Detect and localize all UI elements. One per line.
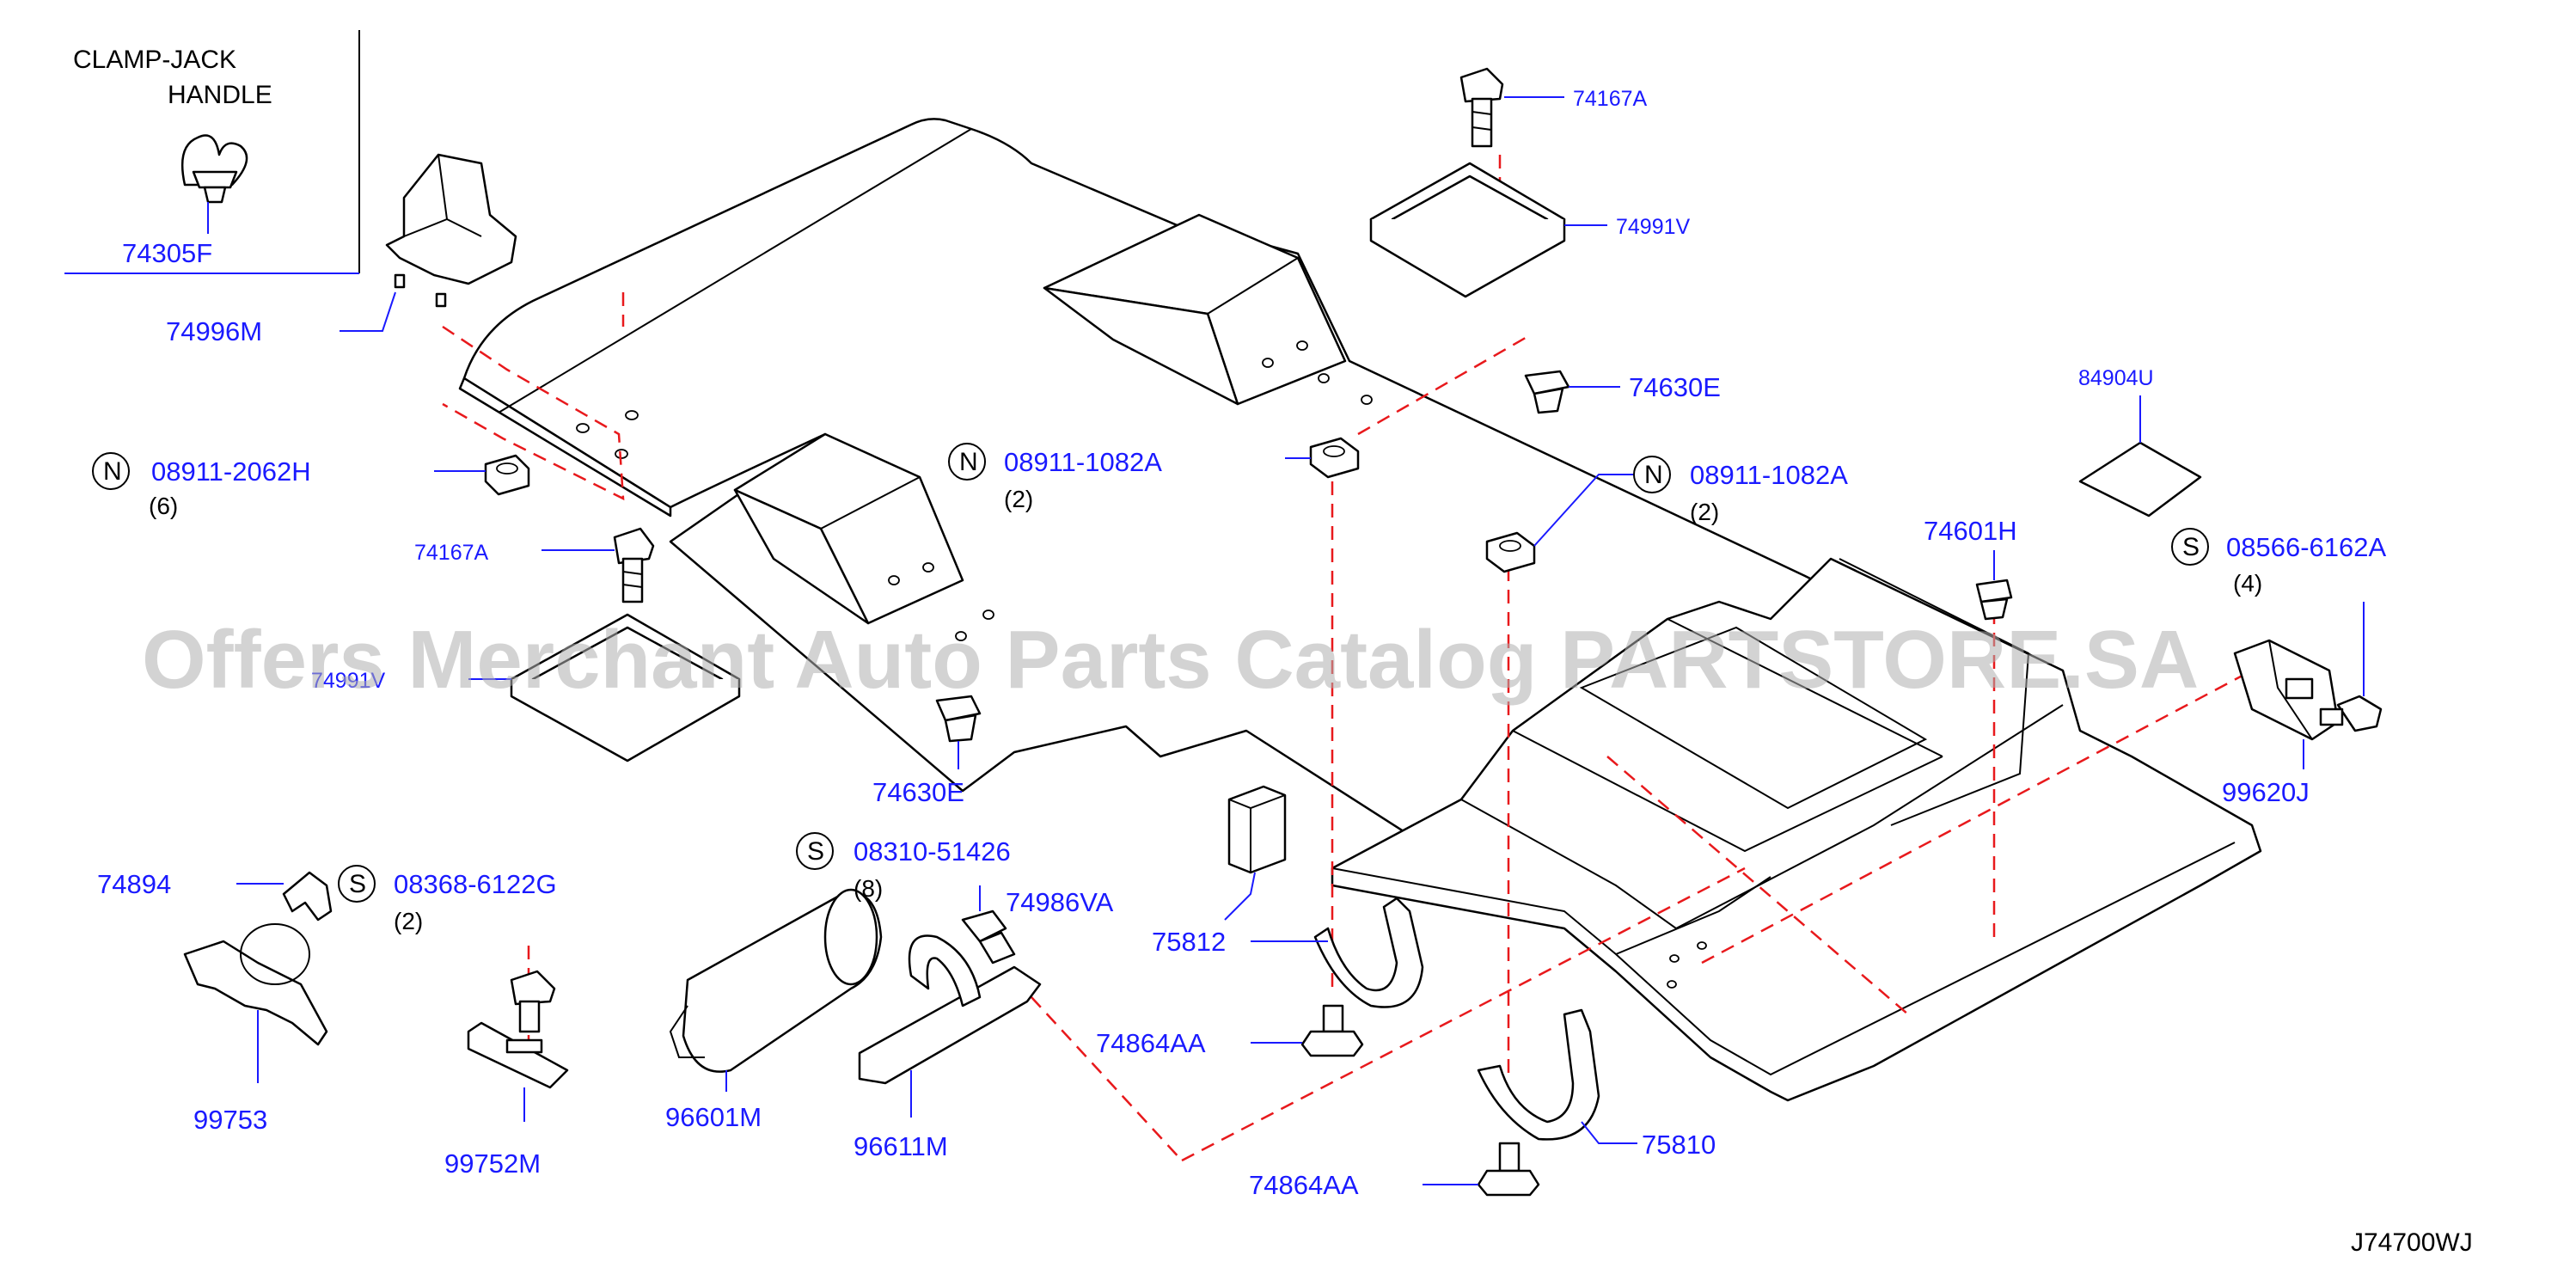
prefix-n-3: N <box>1644 461 1663 489</box>
callout-74991v-left[interactable]: 74991V <box>311 669 386 693</box>
bolt-08566-6162a <box>2319 695 2383 732</box>
callout-99620j[interactable]: 99620J <box>2222 777 2310 807</box>
callout-99753[interactable]: 99753 <box>193 1105 267 1135</box>
inset-clamp-jack-handle: CLAMP-JACK HANDLE 74305F <box>64 30 360 274</box>
inset-title-line2: HANDLE <box>168 81 272 109</box>
callout-labels: 74167A 74991V 74630E 84904U 74996M 08911… <box>97 87 2386 1200</box>
callout-84904u[interactable]: 84904U <box>2078 366 2154 390</box>
callout-08911-2062h[interactable]: 08911-2062H <box>151 456 311 487</box>
callout-74601h[interactable]: 74601H <box>1924 516 2017 546</box>
prefix-n-1: N <box>103 457 122 486</box>
qty-08368-6122g: (2) <box>394 908 423 934</box>
qty-08911-1082a-right: (2) <box>1690 499 1719 525</box>
frame-74991v-top <box>1369 162 1566 298</box>
callout-75812[interactable]: 75812 <box>1152 927 1226 957</box>
grommet-74630e-right <box>1524 370 1570 414</box>
qty-08911-2062h: (6) <box>149 493 178 519</box>
nut-08911-1082a-right <box>1485 531 1536 573</box>
watermark: Offers Merchant Auto Parts Catalog PARTS… <box>142 614 2199 706</box>
bracket-96611m <box>858 934 1042 1085</box>
diagram-code: J74700WJ <box>2351 1228 2473 1257</box>
bracket-99752m <box>467 1021 569 1089</box>
block-75812 <box>1227 785 1287 874</box>
installation-guides <box>442 155 2253 1162</box>
callout-08911-1082a-center[interactable]: 08911-1082A <box>1004 447 1162 477</box>
qty-08310-51426: (8) <box>854 875 883 902</box>
callout-74991v-top[interactable]: 74991V <box>1616 215 1691 239</box>
grommet-74601h <box>1975 579 2013 621</box>
strap-75810 <box>1477 1008 1600 1141</box>
bolt-74864aa-upper <box>1300 1004 1364 1057</box>
jack-bracket-74996m <box>385 153 517 308</box>
callout-08566-6162a[interactable]: 08566-6162A <box>2226 532 2386 562</box>
callout-08911-1082a-right[interactable]: 08911-1082A <box>1690 460 1848 490</box>
prefix-s-1: S <box>2182 533 2200 561</box>
canister-96601m <box>669 888 883 1073</box>
callout-75810[interactable]: 75810 <box>1642 1130 1716 1160</box>
clamp-99753 <box>183 923 328 1046</box>
prefix-circles: N N N S S S <box>92 443 2209 903</box>
callout-99752m[interactable]: 99752M <box>444 1148 541 1179</box>
callout-74167a-left[interactable]: 74167A <box>414 541 489 565</box>
grommet-74630e-left <box>935 695 982 743</box>
strap-75812 <box>1313 897 1424 1008</box>
prefix-s-2: S <box>349 870 366 898</box>
callout-74864aa-upper[interactable]: 74864AA <box>1096 1028 1206 1058</box>
floor-cover-panel <box>458 118 1893 870</box>
qty-08566-6162a: (4) <box>2233 570 2262 597</box>
nut-08911-1082a-center <box>1309 437 1360 479</box>
callout-96601m[interactable]: 96601M <box>665 1102 762 1132</box>
prefix-s-3: S <box>807 837 824 866</box>
callout-74996m[interactable]: 74996M <box>166 316 262 346</box>
bolt-74864aa-lower <box>1477 1142 1540 1197</box>
callout-74894[interactable]: 74894 <box>97 869 171 899</box>
prefix-n-2: N <box>959 448 978 476</box>
callout-74986va[interactable]: 74986VA <box>1006 887 1114 917</box>
frame-74991v-left <box>510 613 741 762</box>
nut-08911-2062h <box>484 454 530 496</box>
callout-74630e-left[interactable]: 74630E <box>872 777 964 807</box>
bolt-74986va <box>961 909 1016 965</box>
bolt-74167a-top <box>1459 67 1504 148</box>
callout-74167a-top[interactable]: 74167A <box>1573 87 1648 111</box>
callout-74864aa-lower[interactable]: 74864AA <box>1249 1170 1359 1200</box>
inset-part-number[interactable]: 74305F <box>122 238 212 268</box>
bolt-08368-6122g <box>510 970 556 1033</box>
pad-84904u <box>2078 441 2202 518</box>
bolt-74167a-left <box>613 527 655 603</box>
clamp-jack-handle-clip <box>181 134 248 204</box>
callout-08368-6122g[interactable]: 08368-6122G <box>394 869 557 899</box>
callout-96611m[interactable]: 96611M <box>854 1131 948 1161</box>
callout-74630e-right[interactable]: 74630E <box>1629 372 1721 402</box>
inset-title-line1: CLAMP-JACK <box>73 46 236 74</box>
clip-74894 <box>282 871 333 922</box>
qty-08911-1082a-center: (2) <box>1004 486 1033 512</box>
callout-08310-51426[interactable]: 08310-51426 <box>854 836 1011 867</box>
lower-rear-cover-panel <box>1331 557 2262 1102</box>
